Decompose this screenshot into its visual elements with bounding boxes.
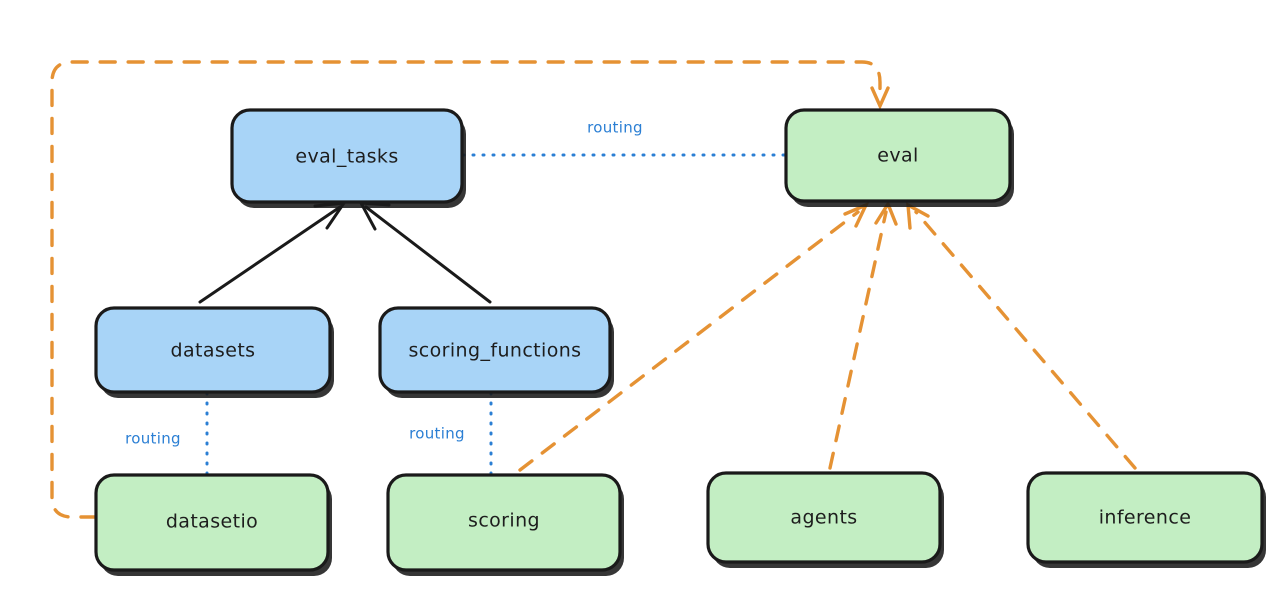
node-scoring-label: scoring: [468, 510, 540, 532]
node-datasetio[interactable]: datasetio: [94, 473, 332, 576]
node-eval-tasks[interactable]: eval_tasks: [230, 108, 466, 208]
node-datasets-label: datasets: [171, 340, 256, 362]
node-agents-label: agents: [790, 507, 857, 529]
edge-agents-eval: [828, 200, 898, 470]
edge-label-datasets-datasetio: routing: [125, 430, 181, 448]
node-datasetio-shape[interactable]: [94, 473, 330, 572]
edge-label-eval-tasks-eval: routing: [587, 119, 643, 137]
node-inference-shape[interactable]: [1026, 471, 1264, 564]
node-eval-label: eval: [877, 145, 918, 167]
node-scoring[interactable]: scoring: [386, 473, 624, 576]
node-scoring-functions[interactable]: scoring_functions: [378, 306, 614, 398]
node-scoring-functions-shape[interactable]: [378, 306, 612, 394]
node-scoring-shape[interactable]: [386, 473, 622, 572]
node-agents[interactable]: agents: [706, 471, 944, 568]
node-scoring-functions-label: scoring_functions: [409, 340, 582, 362]
edge-datasetio-eval: [50, 60, 890, 519]
node-inference-label: inference: [1099, 507, 1192, 529]
edge-label-layer: routing routing routing: [125, 119, 643, 448]
edge-inference-eval: [906, 201, 1137, 470]
node-eval[interactable]: eval: [784, 108, 1014, 207]
node-datasetio-label: datasetio: [166, 511, 258, 533]
node-datasets-shape[interactable]: [94, 306, 332, 394]
node-agents-shape[interactable]: [706, 471, 942, 564]
node-inference[interactable]: inference: [1026, 471, 1266, 568]
node-datasets[interactable]: datasets: [94, 306, 334, 398]
node-layer: eval_tasks eval datasets scoring_functio…: [94, 108, 1266, 576]
edge-datasets-eval-tasks: [198, 201, 348, 304]
node-eval-tasks-shape[interactable]: [230, 108, 464, 204]
edge-label-scoring-functions-scoring: routing: [409, 425, 465, 443]
node-eval-tasks-label: eval_tasks: [295, 146, 398, 168]
edge-scoring-functions-eval-tasks: [358, 201, 492, 304]
node-eval-shape[interactable]: [784, 108, 1012, 203]
